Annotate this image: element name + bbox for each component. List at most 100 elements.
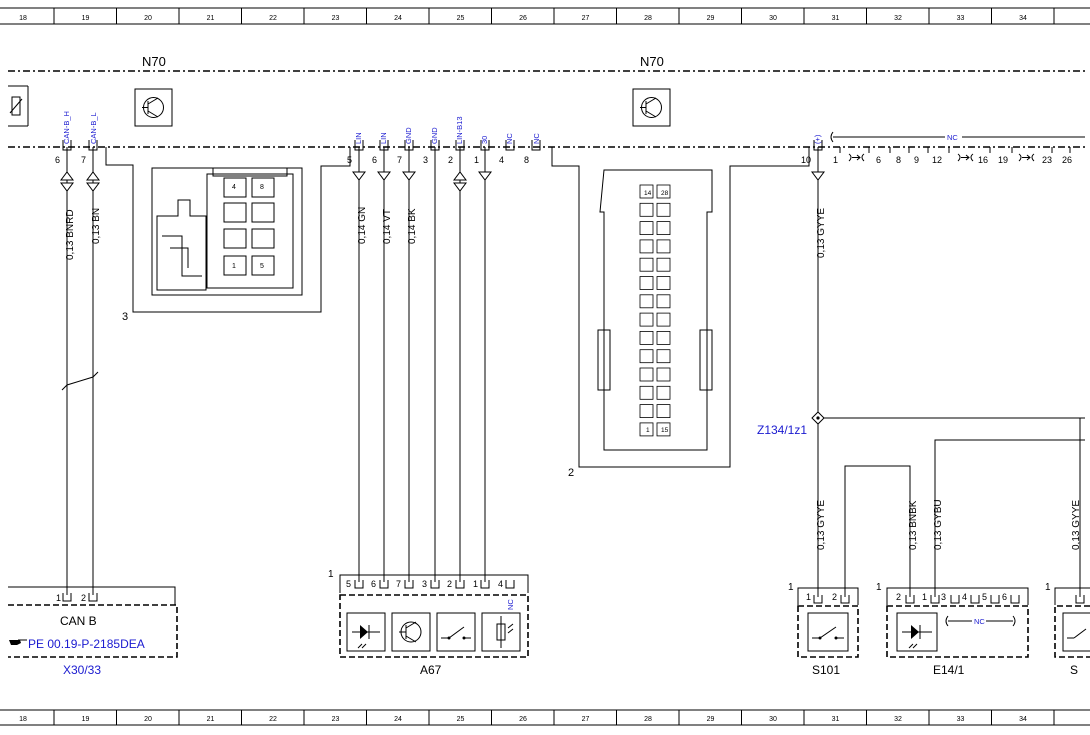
signal-lin-2: LIN — [379, 132, 388, 144]
connector-number-3: 3 — [122, 311, 128, 323]
nc-bracket-top: NC — [830, 131, 1085, 143]
mini-pin: 4 — [232, 184, 236, 191]
pin-num: 10 — [801, 155, 811, 165]
wire-label-gyye-right: 0,13 GYYE — [1071, 500, 1082, 550]
ruler-column-number: 21 — [207, 15, 215, 22]
ruler-column-number: 26 — [519, 716, 527, 723]
connector-cavity — [639, 184, 654, 199]
signal-nc-top: NC — [947, 133, 958, 142]
signal-lin-1: LIN — [354, 132, 363, 144]
pin-marker — [88, 593, 98, 602]
a67-label: A67 — [420, 663, 442, 677]
ruler-column-number: 32 — [894, 15, 902, 22]
signal-can-l: CAN-B_L — [89, 112, 98, 144]
can-b-reference-link[interactable]: PE 00.19-P-2185DEA — [28, 637, 145, 651]
s101-pin: 2 — [832, 592, 837, 602]
terminal-arrow — [86, 171, 100, 181]
wire-labels: 0,13 BNRD 0,13 BN 0,14 GN 0,14 VT 0,14 B… — [65, 207, 1082, 550]
pin-num: 1 — [474, 155, 479, 165]
connector-arrows — [60, 171, 825, 192]
s101-pin: 1 — [806, 592, 811, 602]
ruler-column-number: 24 — [394, 15, 402, 22]
pin-marker — [430, 580, 440, 589]
wire-label-gyye-top: 0,13 GYYE — [816, 208, 827, 258]
pin-marker — [62, 593, 72, 602]
pin-marker — [930, 595, 940, 604]
ruler-column-number: 30 — [769, 716, 777, 723]
ruler-column-number: 25 — [457, 716, 465, 723]
pin-marker — [1010, 595, 1020, 604]
connector-cavity — [656, 184, 671, 199]
ruler-column-number: 32 — [894, 716, 902, 723]
pin-marker — [1075, 595, 1085, 604]
e14-pin: 2 — [896, 592, 901, 602]
e14-1-component: 1 2 1 3 4 5 6 NC E14/1 — [876, 582, 1029, 677]
connector-number-2: 2 — [568, 467, 574, 479]
big-pin: 14 — [644, 190, 652, 197]
pin-marker — [480, 580, 490, 589]
ruler-column-number: 18 — [19, 15, 27, 22]
pin-marker — [505, 140, 515, 151]
transistor-icon-left — [134, 88, 173, 127]
s-right-label: S — [1070, 663, 1078, 677]
pin-num: 7 — [81, 155, 86, 165]
can-b-title: CAN B — [60, 614, 97, 628]
wire-label-bn: 0,13 BN — [91, 208, 102, 244]
pin-marker — [455, 580, 465, 589]
connector-cavity — [639, 202, 654, 217]
transistor-icon-right — [632, 88, 671, 127]
pin-marker — [505, 580, 515, 589]
ruler-column-number: 33 — [957, 15, 965, 22]
connector-cavity — [656, 257, 671, 272]
wire-label-gyye-s101: 0,13 GYYE — [816, 500, 827, 550]
e14-pin: 1 — [922, 592, 927, 602]
connector-cavity — [639, 221, 654, 236]
transistor-icon-a67 — [391, 612, 431, 652]
mini-pin: 5 — [260, 263, 264, 270]
led-icon — [346, 612, 386, 652]
a67-pin: 4 — [498, 579, 503, 589]
pin-signal-labels: CAN-B_H CAN-B_L LIN LIN GND GND LIN-B13 … — [62, 111, 822, 144]
connector-3-housing: 4 8 1 5 — [105, 147, 351, 313]
light-sensor-icon — [481, 612, 521, 652]
signal-gnd-2: GND — [430, 127, 439, 144]
bridge-symbols — [848, 153, 1035, 162]
ruler-column-number: 22 — [269, 15, 277, 22]
a67-pin: 3 — [422, 579, 427, 589]
connector-cavity — [639, 239, 654, 254]
a67-pin: 2 — [447, 579, 452, 589]
signal-nc-1: NC — [505, 133, 514, 144]
wire-lines — [61, 147, 1085, 597]
e14-pin: 5 — [982, 592, 987, 602]
ruler-column-number: 34 — [1019, 716, 1027, 723]
connector-cavity — [639, 385, 654, 400]
terminal-arrow — [453, 171, 467, 181]
pin-num: 4 — [499, 155, 504, 165]
mini-pin: 1 — [232, 263, 236, 270]
pin-markers — [62, 140, 1085, 604]
a67-connector-number: 1 — [328, 569, 334, 580]
pin-marker — [531, 140, 541, 151]
pin-num: 1 — [833, 155, 838, 165]
e14-pin: 6 — [1002, 592, 1007, 602]
pin-num: 12 — [932, 155, 942, 165]
led-icon-e14 — [896, 612, 938, 652]
a67-component: 1 5 6 7 3 2 1 4 NC — [328, 569, 529, 677]
ruler-column-number: 28 — [644, 716, 652, 723]
pin-num: 23 — [1042, 155, 1052, 165]
pin-num: 6 — [372, 155, 377, 165]
connector-cavity — [639, 422, 654, 437]
s101-component: 1 1 2 S101 — [788, 582, 859, 677]
a67-pin: 1 — [473, 579, 478, 589]
terminal-arrow — [352, 171, 366, 181]
ruler-column-number: 31 — [832, 15, 840, 22]
wire-label-vt: 0,14 VT — [382, 209, 393, 244]
wire-label-gn: 0,14 GN — [357, 207, 368, 244]
pin-num: 8 — [896, 155, 901, 165]
e14-connector-number: 1 — [876, 582, 882, 593]
ruler-column-number: 24 — [394, 716, 402, 723]
e14-pin: 3 — [941, 592, 946, 602]
pin-marker — [840, 595, 850, 604]
ruler-column-number: 20 — [144, 716, 152, 723]
